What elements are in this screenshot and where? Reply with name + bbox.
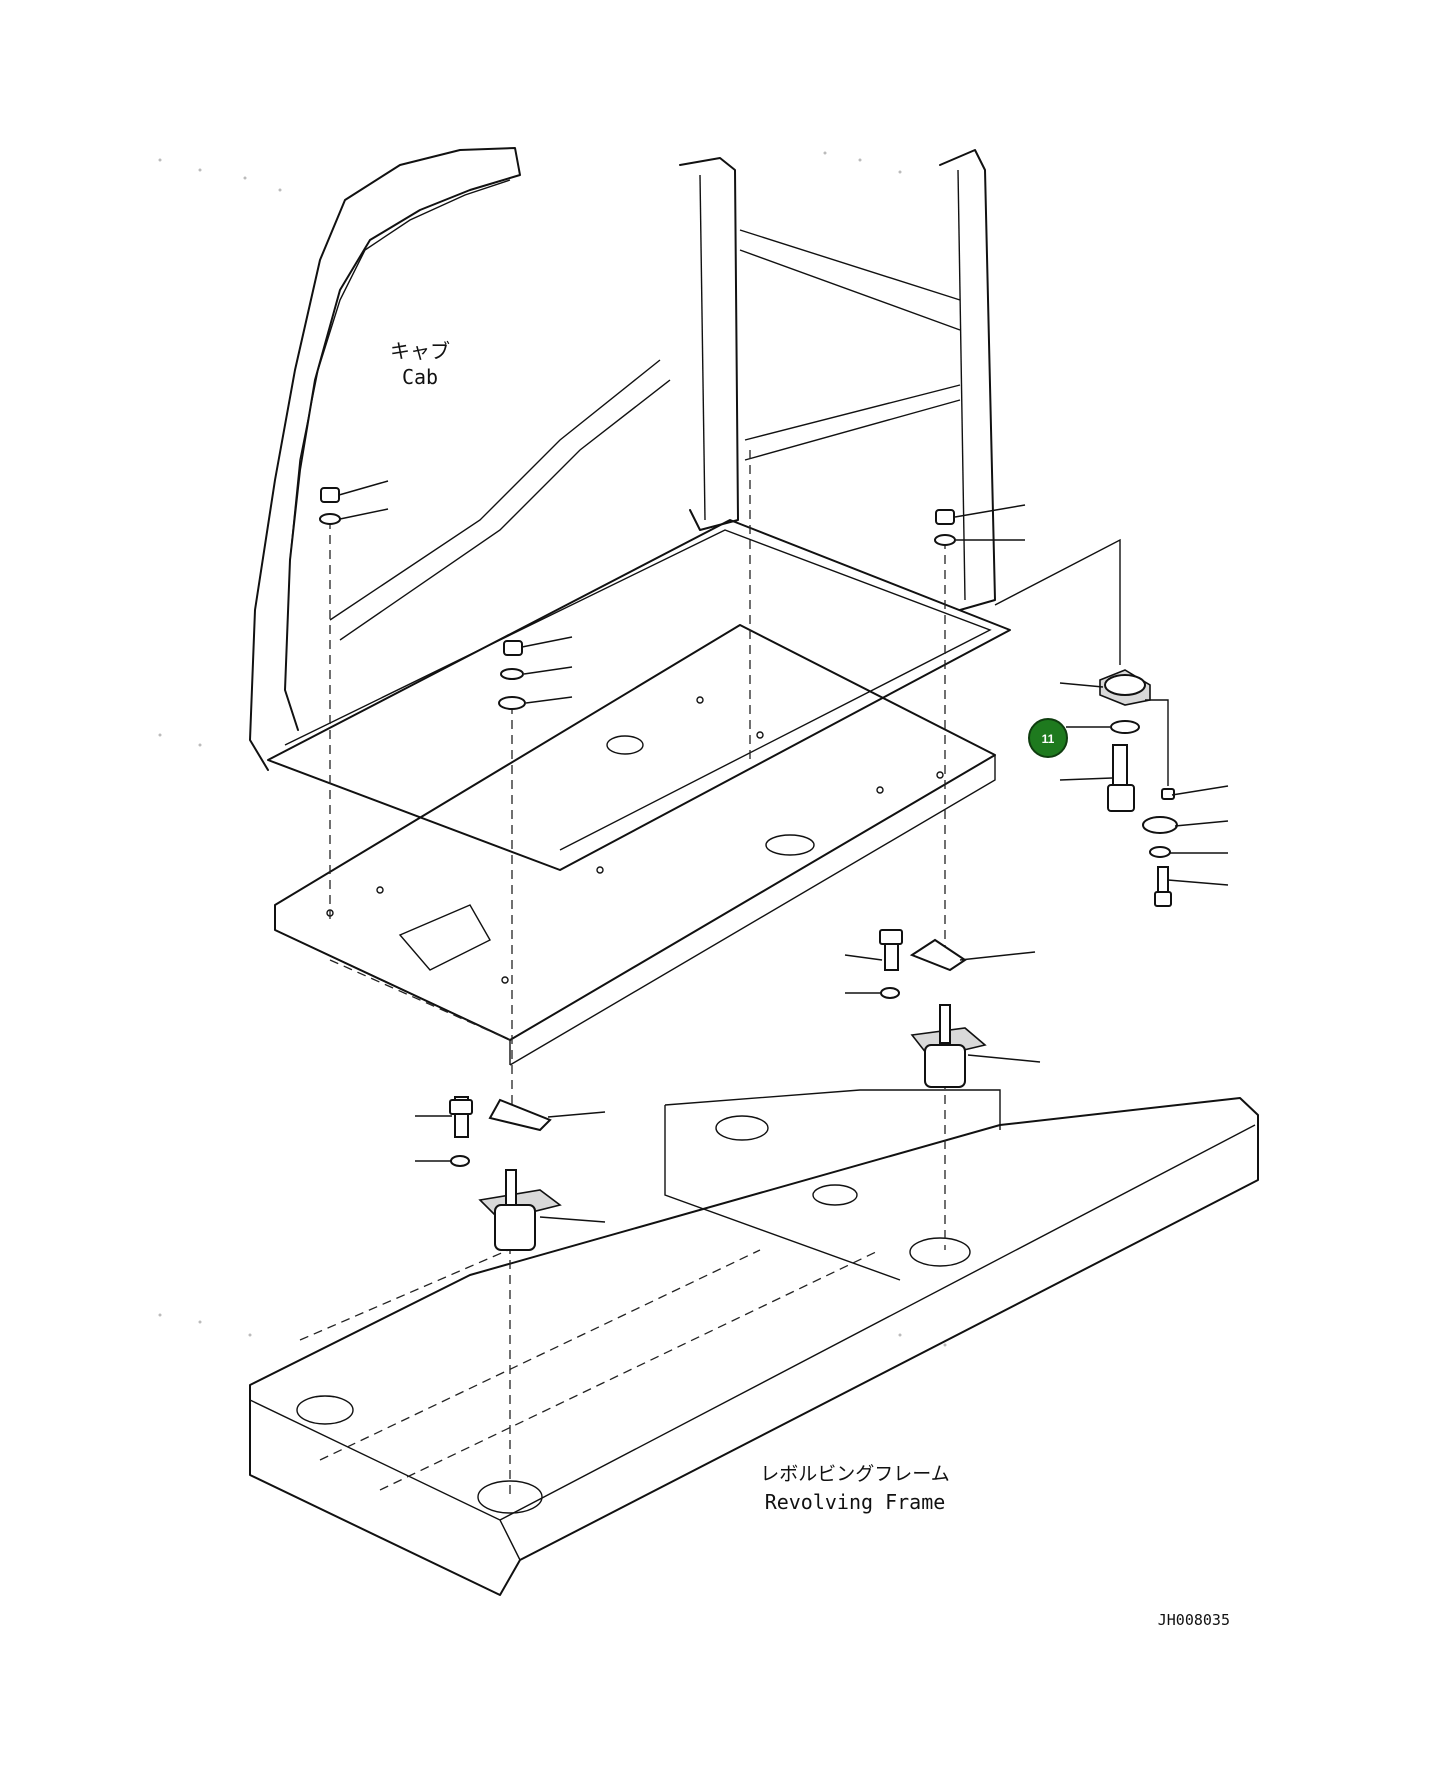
cab-assembly: キャブ Cab [249,147,1011,871]
right-side-parts [994,538,1229,907]
floor-plate [274,624,996,1066]
right-rear-hardware [934,504,1026,546]
revolving-frame: レボルビングフレーム Revolving Frame [249,1089,1259,1596]
left-mount-parts [415,1096,606,1251]
center-hardware [498,636,573,710]
callout-badge[interactable] [1028,718,1068,758]
cab-label-jp: キャブ [390,339,450,363]
washer-part-11 [1110,720,1140,734]
assembly-center-lines [329,450,946,1500]
frame-label-en: Revolving Frame [765,1490,946,1514]
drawing-code: JH008035 [1158,1611,1230,1629]
left-front-hardware [319,480,389,525]
cab-label-en: Cab [402,365,438,389]
faint-marks [158,151,947,1347]
callout-number: 11 [1042,732,1055,746]
frame-label-jp: レボルビングフレーム [760,1463,949,1485]
callout-11[interactable]: 11 [1028,718,1110,758]
right-mount-parts [844,929,1041,1088]
